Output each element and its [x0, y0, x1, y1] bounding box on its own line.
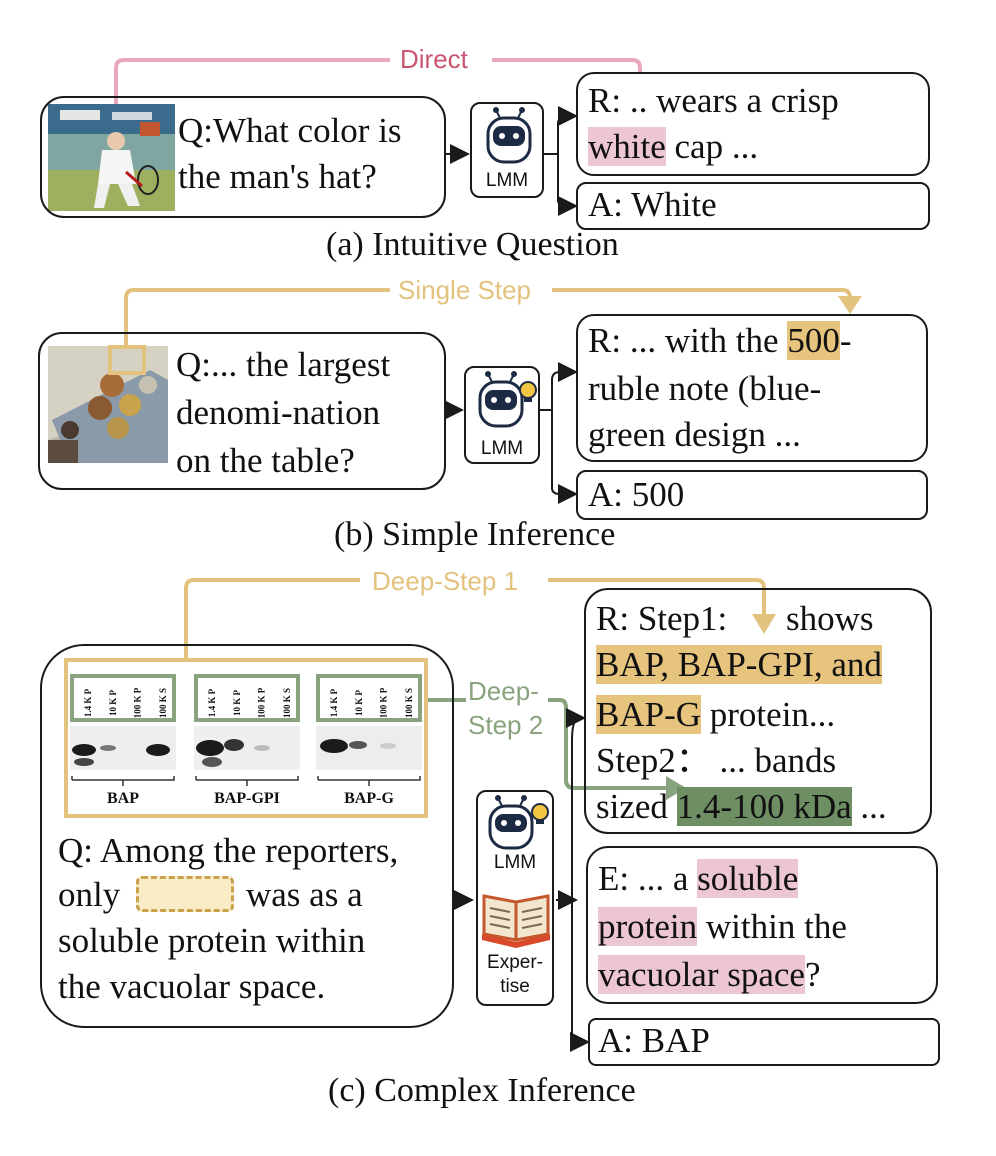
reasoning-c-line-3: BAP-G protein...	[596, 695, 836, 734]
reasoning-b-line-1: R: ... with the 500-	[588, 321, 852, 360]
highlight-bap-g: BAP-G	[596, 695, 702, 734]
expertise-c-line-1: E: ... a soluble	[598, 859, 799, 898]
reasoning-c-line-5: sized 1.4-100 kDa ...	[596, 787, 887, 826]
answer-box-b	[576, 470, 928, 520]
reasoning-a-line-2: white cap ...	[588, 127, 759, 166]
lane-label: 100 K S	[404, 687, 415, 719]
lane-labels-bap-g: 1.4 K P 10 K P 100 K P 100 K S	[318, 676, 420, 720]
western-blot-figure	[64, 658, 428, 818]
lmm-label-c: LMM	[493, 852, 537, 873]
question-b-line-3: on the table?	[176, 441, 355, 480]
lane-label: 10 K P	[108, 690, 118, 716]
question-box-c	[40, 644, 454, 1028]
panel-b-single-step-flow	[124, 288, 862, 348]
blank-answer-slot	[136, 876, 234, 912]
lmm-label-b: LMM	[480, 438, 524, 459]
answer-c: A: BAP	[598, 1021, 710, 1060]
question-a-line-2: the man's hat?	[178, 157, 377, 196]
highlight-protein: protein	[598, 907, 698, 946]
blot-group-label: BAP-G	[344, 790, 394, 807]
lane-label: 1.4 K P	[329, 688, 340, 718]
highlight-500: 500	[787, 321, 840, 360]
question-c-line-3: soluble protein within	[58, 921, 366, 960]
lane-label: 1.4 K P	[207, 688, 218, 718]
reasoning-box-c	[584, 588, 932, 834]
lane-label: 10 K P	[232, 690, 242, 716]
answer-b: A: 500	[588, 475, 685, 514]
reasoning-c-line-1a: R: Step1:	[596, 599, 728, 638]
answer-box-a	[576, 182, 930, 230]
reasoning-c-line-1b: shows	[786, 599, 874, 638]
expertise-label-1: Exper-	[487, 952, 543, 973]
reasoning-b-line-2: ruble note (blue-	[588, 369, 822, 408]
panel-c-deep-step1-flow	[184, 578, 776, 658]
highlight-white: white	[588, 127, 666, 166]
reasoning-c-line-4: Step2： ... bands	[596, 741, 837, 780]
direct-label: Direct	[394, 44, 474, 75]
robot-icon	[486, 107, 532, 164]
lmm-model-a: LMM	[470, 102, 544, 198]
highlight-vacuolar-space: vacuolar space	[598, 955, 805, 994]
question-c-line-1: Q: Among the reporters,	[58, 831, 399, 870]
tennis-player-image	[48, 104, 175, 211]
robot-icon	[478, 371, 524, 428]
lane-label: 100 K P	[256, 687, 267, 719]
lightbulb-icon	[531, 803, 549, 824]
lmm-model-b: LMM	[464, 366, 540, 464]
question-b-line-2: denomi-nation	[176, 393, 381, 432]
highlight-soluble: soluble	[697, 859, 799, 898]
lane-label: 100 K S	[282, 687, 293, 719]
question-c-line-2a: only	[58, 875, 121, 914]
deep-step-2-label-b: Step 2	[468, 710, 544, 741]
deep-step-1-label: Deep-Step 1	[366, 566, 524, 597]
question-c-line-2b: was as a	[246, 875, 363, 914]
question-b-line-1: Q:... the largest	[176, 345, 391, 384]
reasoning-b-line-3: green design ...	[588, 415, 801, 454]
lane-labels-bap-gpi: 1.4 K P 10 K P 100 K P 100 K S	[196, 676, 298, 720]
reasoning-c-line-2: BAP, BAP-GPI, and	[596, 642, 882, 688]
expertise-label-2: tise	[500, 976, 530, 997]
highlight-bap-list: BAP, BAP-GPI, and	[596, 645, 882, 684]
answer-a: A: White	[588, 185, 717, 224]
lane-label: 100 K P	[132, 687, 143, 719]
single-step-label: Single Step	[392, 275, 537, 306]
caption-c: (c) Complex Inference	[328, 1072, 636, 1109]
lmm-expertise-model-c: LMM Exper- tise	[476, 790, 554, 1006]
lane-labels-bap: 1.4 K P 10 K P 100 K P 100 K S	[72, 676, 174, 720]
lane-label: 100 K S	[158, 687, 169, 719]
lane-label: 100 K P	[378, 687, 389, 719]
blot-group-label: BAP-GPI	[214, 790, 280, 807]
caption-a: (a) Intuitive Question	[326, 226, 619, 263]
caption-b: (b) Simple Inference	[334, 516, 616, 553]
lane-label: 10 K P	[354, 690, 364, 716]
lmm-label-a: LMM	[485, 170, 529, 191]
blot-group-label: BAP	[107, 790, 139, 807]
question-c-line-4: the vacuolar space.	[58, 967, 326, 1006]
lane-label: 1.4 K P	[83, 688, 94, 718]
question-box-a	[40, 96, 446, 218]
reasoning-box-b	[576, 314, 928, 462]
coins-banknote-image	[48, 345, 168, 463]
highlight-kda: 1.4-100 kDa	[676, 787, 852, 826]
expertise-c-line-3: vacuolar space?	[598, 955, 821, 994]
question-a-line-1: Q:What color is	[178, 111, 402, 150]
expertise-c-line-2: protein within the	[598, 907, 847, 946]
book-icon	[482, 894, 550, 948]
reasoning-a-line-1: R: .. wears a crisp	[588, 81, 839, 120]
answer-box-c	[588, 1018, 940, 1066]
deep-step-2-label-a: Deep-	[468, 676, 539, 707]
robot-icon	[488, 795, 534, 850]
question-box-b	[38, 332, 446, 490]
lightbulb-icon	[519, 381, 537, 402]
